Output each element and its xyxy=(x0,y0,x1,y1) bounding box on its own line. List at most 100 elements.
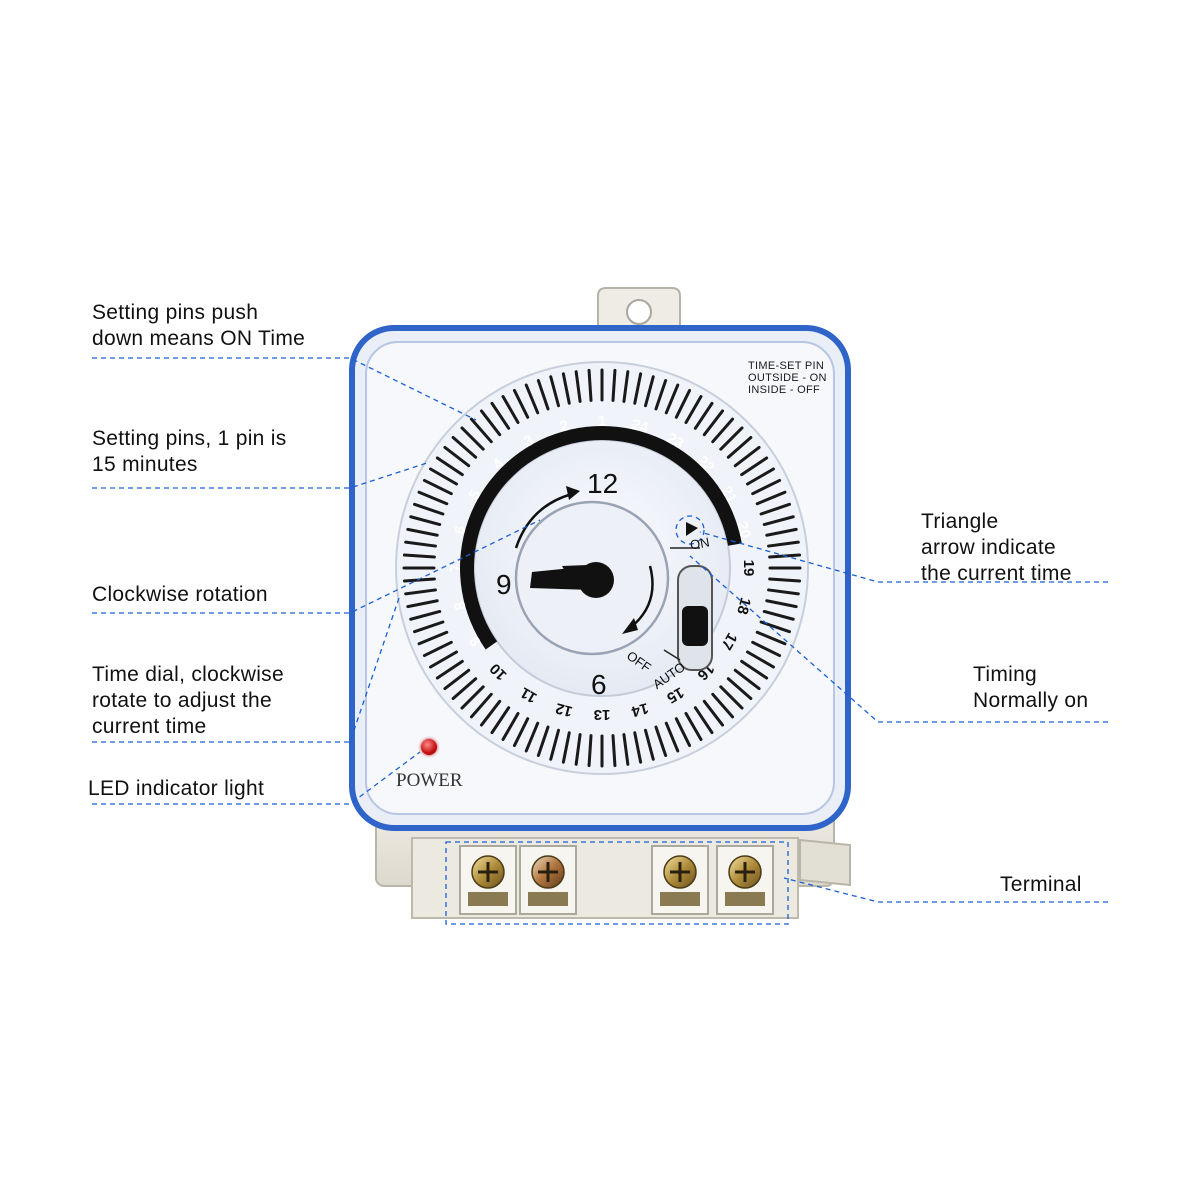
setting-pin xyxy=(767,588,800,596)
mode-switch-slider xyxy=(682,606,708,646)
terminal-block xyxy=(411,837,799,919)
setting-pin xyxy=(479,699,502,727)
guide-timing xyxy=(689,555,1108,723)
setting-pin xyxy=(536,725,550,757)
setting-pin xyxy=(460,685,485,710)
setting-pin xyxy=(768,577,802,583)
switch-tick-off xyxy=(663,649,681,661)
setting-pin xyxy=(755,490,787,506)
setting-pin xyxy=(611,368,617,402)
setting-pin xyxy=(740,456,769,477)
setting-pin xyxy=(429,650,459,669)
setting-pin xyxy=(490,706,511,735)
setting-pin xyxy=(443,668,471,691)
power-label: POWER xyxy=(396,770,463,791)
setting-pin xyxy=(417,630,449,646)
base-right-lug xyxy=(799,838,851,887)
setting-pin xyxy=(409,609,442,621)
setting-pin xyxy=(501,395,520,425)
pin-legend-line-2: OUTSIDE - ON xyxy=(748,372,827,384)
setting-pin xyxy=(719,685,744,710)
guide-terminal xyxy=(783,877,1108,903)
terminal-screw xyxy=(459,845,517,915)
pin-legend-line-3: INSIDE - OFF xyxy=(748,384,821,396)
setting-pin xyxy=(417,490,449,506)
guide-triangle xyxy=(699,531,1108,583)
setting-pin xyxy=(745,467,775,486)
setting-pin xyxy=(765,599,798,609)
setting-pin xyxy=(479,409,502,437)
setting-pin xyxy=(561,731,571,764)
setting-pin-ring xyxy=(402,368,802,768)
hour-ring-number: 17 xyxy=(717,630,740,653)
callout-timing: Timing Normally on xyxy=(973,663,1089,712)
setting-pin xyxy=(633,731,643,764)
hour-ring-number: 11 xyxy=(518,684,540,707)
setting-pin xyxy=(549,728,561,761)
setting-pin xyxy=(512,717,530,748)
pin-legend: TIME-SET PIN OUTSIDE - ON INSIDE - OFF xyxy=(748,360,827,396)
setting-pin xyxy=(524,383,540,415)
setting-pin xyxy=(684,711,703,741)
setting-pin xyxy=(733,668,761,691)
setting-pin xyxy=(406,527,439,537)
setting-pin xyxy=(435,456,464,477)
hour-ring-number: 14 xyxy=(629,699,650,720)
setting-pin xyxy=(422,640,453,658)
hour-ring-number: 23 xyxy=(664,430,687,453)
pin-legend-line-1: TIME-SET PIN xyxy=(748,360,825,372)
setting-pin xyxy=(429,467,459,486)
setting-pin xyxy=(435,659,464,680)
setting-pin xyxy=(422,478,453,496)
callout-led: LED indicator light xyxy=(88,777,265,800)
dial-number-9: 9 xyxy=(496,569,512,600)
setting-pin xyxy=(759,502,791,516)
setting-pin xyxy=(762,515,795,527)
setting-pin xyxy=(402,577,436,583)
callout-clockwise: Clockwise rotation xyxy=(92,583,268,606)
hour-ring-number: 18 xyxy=(733,596,754,617)
clockwise-arrow-top xyxy=(514,492,573,549)
setting-pin xyxy=(536,379,550,411)
setting-pin xyxy=(755,630,787,646)
terminal-screw xyxy=(716,845,774,915)
hour-ring-number: 13 xyxy=(594,706,611,723)
led-indicator xyxy=(421,739,437,755)
setting-pin xyxy=(406,599,439,609)
guide-terminal-box xyxy=(445,841,789,925)
setting-pin xyxy=(460,426,485,451)
callout-setting-pins-quarter: Setting pins, 1 pin is 15 minutes xyxy=(92,427,287,476)
setting-pin xyxy=(574,370,582,403)
guide-setting-pins-on xyxy=(92,357,477,421)
setting-pin xyxy=(719,426,744,451)
callout-setting-pins-on: Setting pins push down means ON Time xyxy=(92,301,306,350)
setting-pin xyxy=(654,725,668,757)
setting-pin xyxy=(726,677,753,701)
setting-pin xyxy=(711,417,735,444)
current-time-triangle xyxy=(686,522,698,536)
hour-ring-number: 15 xyxy=(664,683,687,706)
callout-time-dial: Time dial, clockwise rotate to adjust th… xyxy=(92,663,284,738)
setting-pin xyxy=(633,372,643,405)
setting-pin xyxy=(702,409,725,437)
setting-pin xyxy=(733,445,761,468)
callout-triangle: Triangle arrow indicate the current time xyxy=(921,510,1072,585)
clockwise-arrowhead-right xyxy=(622,618,638,634)
setting-pin xyxy=(469,692,493,719)
setting-pin xyxy=(501,711,520,741)
setting-pin xyxy=(512,388,530,419)
setting-pin xyxy=(469,417,493,444)
setting-pin xyxy=(561,372,571,405)
guide-time-dial xyxy=(92,594,401,743)
setting-pin xyxy=(643,375,655,408)
setting-pin xyxy=(404,588,437,596)
hour-ring-number: 7 xyxy=(447,564,464,572)
callout-guides xyxy=(92,357,1108,925)
guide-led xyxy=(92,751,421,805)
setting-pin xyxy=(587,368,593,402)
setting-pin xyxy=(693,706,714,735)
guide-triangle-circle xyxy=(675,515,705,545)
setting-pin xyxy=(413,502,445,516)
